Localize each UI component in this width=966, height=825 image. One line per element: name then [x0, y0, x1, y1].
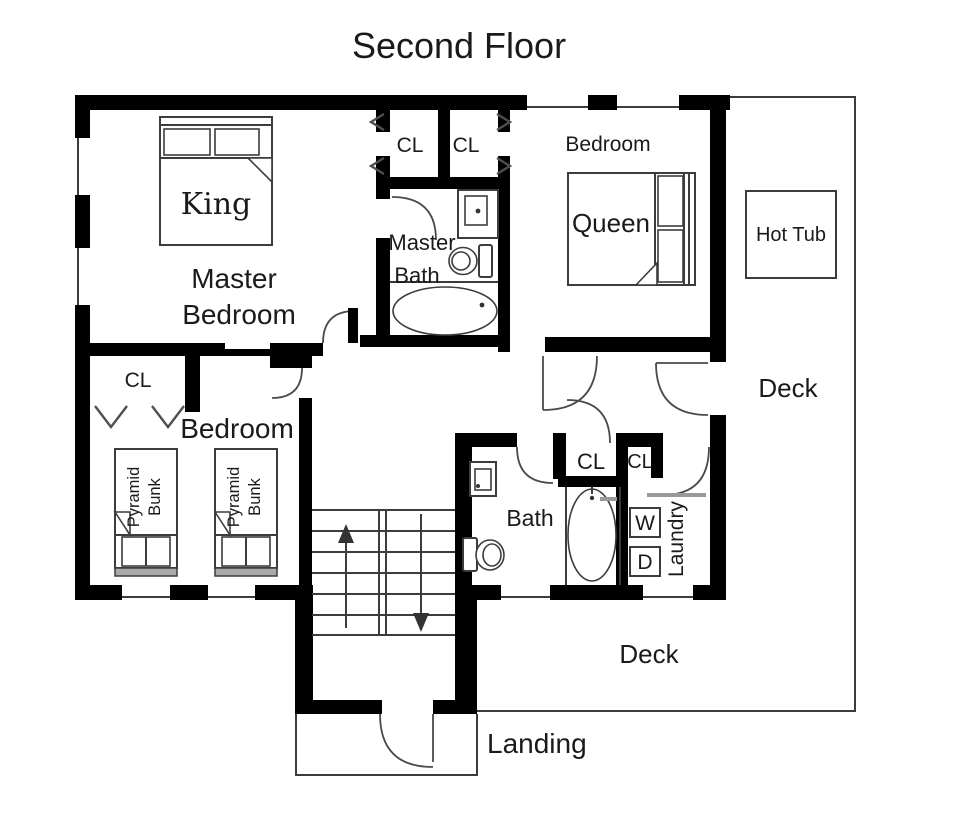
queen-bed: Queen [567, 172, 696, 286]
stairs [312, 509, 455, 636]
master-door-leaf [348, 308, 358, 343]
stairs-up-arrow [338, 524, 354, 628]
bath-fixtures [462, 461, 706, 585]
blanket-fold [246, 157, 273, 184]
interior-walls [90, 108, 712, 585]
laundry-label: Laundry [665, 501, 688, 577]
bathtub-icon [567, 488, 617, 582]
washer-label: W [635, 512, 655, 535]
page-title: Second Floor [352, 25, 566, 66]
washer-dryer: W D [629, 507, 661, 577]
landing-label: Landing [487, 728, 587, 759]
blanket-fold [634, 261, 658, 286]
dryer-label: D [637, 551, 652, 574]
master-bath-label-line1: Master [388, 230, 455, 255]
master-bedroom-label-line1: Master [191, 263, 277, 294]
dryer-icon [629, 546, 661, 577]
bunk2-label-line1: Pyramid [225, 467, 243, 528]
bathtub-icon [392, 286, 498, 336]
closet-label-top-right: CL [453, 134, 480, 157]
closet-label-master-hall: CL [125, 369, 152, 392]
washer-icon [629, 507, 661, 538]
bath-label: Bath [506, 505, 553, 531]
deck-right-label: Deck [758, 373, 818, 403]
tub-alcove [565, 487, 621, 585]
master-bedroom-label-line2: Bedroom [182, 299, 296, 330]
closet-label-tub: CL [577, 449, 605, 474]
queen-bed-label: Queen [572, 208, 650, 238]
hot-tub: Hot Tub [745, 190, 837, 279]
room-labels: Second Floor Master Bedroom Bedroom Bedr… [180, 25, 818, 759]
hot-tub-label: Hot Tub [756, 224, 826, 246]
toilet-icon [462, 537, 505, 572]
blanket-fold [113, 511, 131, 538]
blanket-fold [213, 511, 231, 538]
sink-icon [469, 461, 497, 497]
closet-label-laundry: CL [627, 451, 653, 473]
toilet-icon [448, 244, 493, 278]
bunk2-label-line2: Bunk [246, 477, 264, 515]
bunk1-label-line1: Pyramid [125, 467, 143, 528]
king-bed-label: King [181, 187, 252, 222]
king-bed: King [159, 116, 273, 246]
master-bath-fixtures [390, 189, 499, 336]
deck-outline-right [475, 96, 856, 712]
bifold-door-marks [94, 112, 513, 429]
stairs-down-arrow [413, 514, 429, 632]
queen-bedroom-label: Bedroom [565, 133, 650, 156]
pyramid-bunk-2: Pyramid Bunk [213, 448, 278, 577]
bunk1-label-line2: Bunk [146, 477, 164, 515]
windows [75, 95, 693, 600]
landing-outline [295, 714, 478, 776]
master-bath-label-line2: Bath [394, 263, 439, 288]
sink-icon [457, 189, 499, 239]
closet-label-top-left: CL [397, 134, 424, 157]
pyramid-bunk-1: Pyramid Bunk [113, 448, 178, 577]
closet-labels: CL CL CL CL CL [125, 134, 653, 474]
deck-bottom-label: Deck [619, 639, 679, 669]
bunk-bedroom-label: Bedroom [180, 413, 294, 444]
